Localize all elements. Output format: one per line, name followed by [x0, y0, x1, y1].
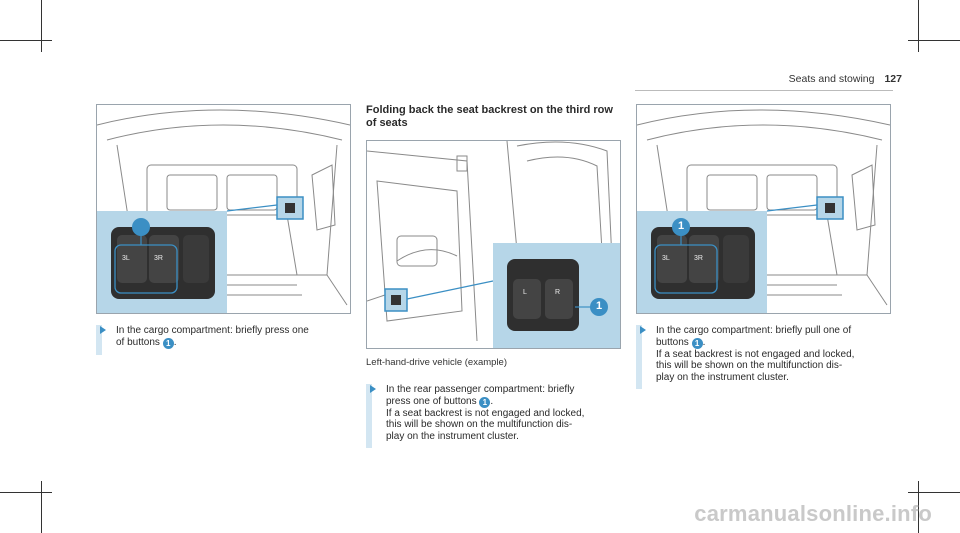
callout-1-label: 1 [677, 220, 685, 232]
crop-mark [41, 481, 42, 533]
callout-1-icon: 1 [162, 337, 174, 349]
page-number: 127 [884, 73, 902, 85]
callout-1-label: 1 [237, 220, 245, 232]
crop-mark [41, 0, 42, 52]
instruction-step-middle: In the rear passenger compartment: brief… [366, 384, 641, 448]
crop-mark [918, 0, 919, 52]
button-3r-label: 3R [694, 255, 703, 262]
step-text-line: If a seat backrest is not engaged and lo… [386, 407, 585, 419]
running-header: Seats and stowing 127 [789, 73, 902, 85]
step-text-line: If a seat backrest is not engaged and lo… [656, 348, 855, 360]
crop-mark [908, 492, 960, 493]
crop-mark [918, 481, 919, 533]
button-3l-label: 3L [662, 255, 670, 262]
step-text-line: play on the instrument cluster. [386, 430, 519, 442]
callout-1-icon: 1 [691, 337, 703, 349]
button-3l-label: 3L [122, 255, 130, 262]
callout-1-icon: 1 [479, 396, 491, 408]
crop-mark [908, 40, 960, 41]
step-text-line: this will be shown on the multifunction … [656, 360, 843, 371]
instruction-step-left: In the cargo compartment: briefly press … [96, 325, 366, 355]
step-text-line: In the rear passenger compartment: brief… [386, 384, 575, 395]
crop-mark [0, 492, 52, 493]
button-3r-label: 3R [154, 255, 163, 262]
step-text-line: play on the instrument cluster. [656, 371, 789, 383]
cargo-illustration [97, 109, 350, 313]
step-text-line: press one of buttons 1. [386, 395, 494, 408]
step-arrow-icon [100, 326, 106, 334]
figure-rear-door: 1 L R [366, 140, 621, 349]
step-text-line: buttons 1. [656, 336, 706, 349]
section-heading: Folding back the seat backrest on the th… [366, 104, 613, 129]
button-l-label: L [523, 289, 527, 296]
figure-caption: Left-hand-drive vehicle (example) [366, 357, 507, 368]
step-text-line: In the cargo compartment: briefly pull o… [656, 325, 852, 336]
button-r-label: R [555, 289, 561, 296]
figure-cargo-left: 1 3L 3R [96, 104, 351, 314]
header-rule [635, 90, 893, 91]
callout-1-label: 1 [595, 300, 603, 312]
step-arrow-icon [640, 326, 646, 334]
step-text-line: this will be shown on the multifunction … [386, 419, 573, 430]
step-text-line: of buttons 1. [116, 336, 177, 349]
step-arrow-icon [370, 385, 376, 393]
cargo-illustration [637, 109, 890, 313]
crop-mark [0, 40, 52, 41]
watermark: carmanualsonline.info [694, 501, 932, 526]
figure-cargo-right: 1 3L 3R [636, 104, 891, 314]
instruction-step-right: In the cargo compartment: briefly pull o… [636, 325, 911, 389]
section-title: Seats and stowing [788, 73, 875, 85]
step-text-line: In the cargo compartment: briefly press … [116, 325, 309, 336]
door-illustration [367, 141, 620, 348]
